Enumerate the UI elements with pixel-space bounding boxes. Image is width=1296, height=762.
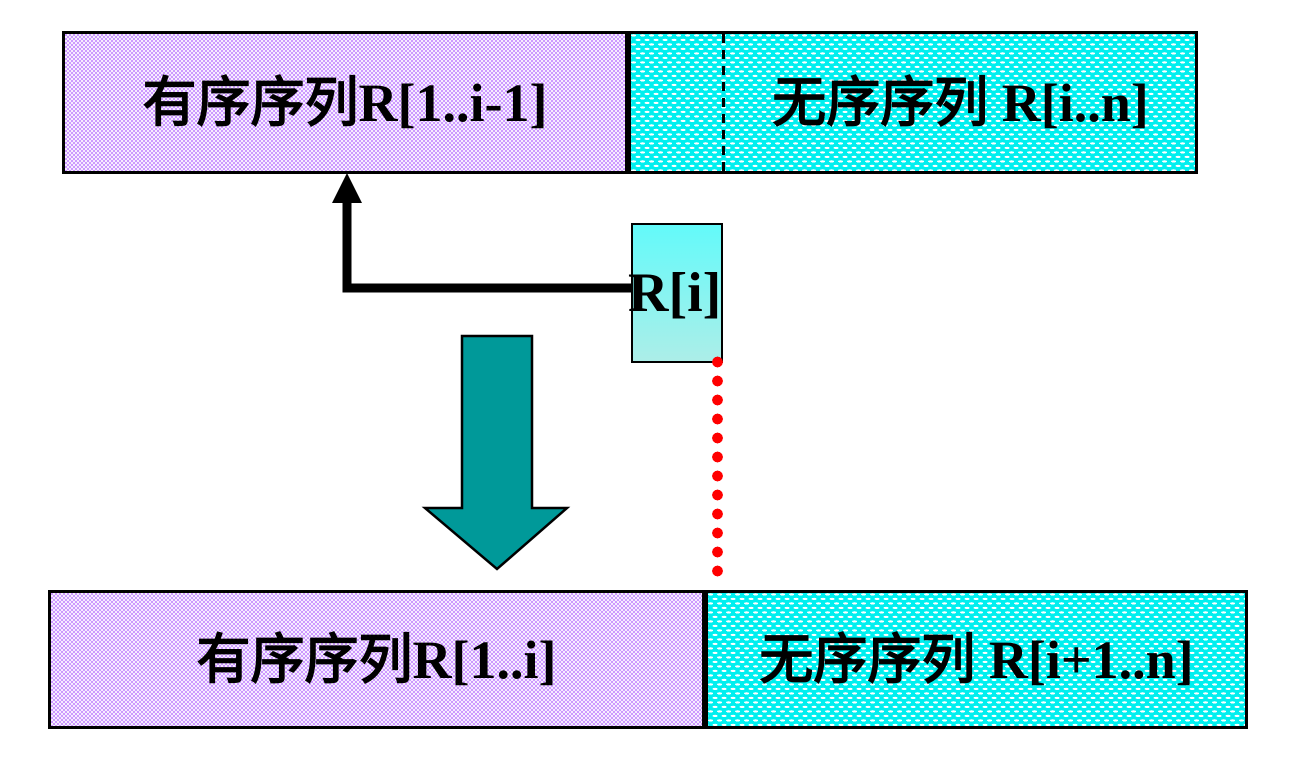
- boundary-dotted-line: [712, 352, 723, 582]
- unsorted-sequence-before-label: 无序序列 R[i..n]: [772, 72, 1149, 133]
- sorted-sequence-after-label: 有序序列R[1..i]: [196, 629, 557, 690]
- sorted-sequence-before-label: 有序序列R[1..i-1]: [142, 72, 548, 133]
- sorted-sequence-box-after: 有序序列R[1..i]: [48, 590, 705, 729]
- sorted-sequence-box-before: 有序序列R[1..i-1]: [62, 31, 628, 174]
- unsorted-sequence-after-label: 无序序列 R[i+1..n]: [759, 629, 1194, 690]
- down-arrow-icon: [421, 334, 571, 571]
- move-arrow-head-icon: [332, 173, 362, 203]
- current-element-box: R[i]: [628, 223, 723, 363]
- insert-step-arrow-graphic: [421, 334, 571, 571]
- element-split-dashed-line: [722, 34, 725, 171]
- unsorted-sequence-box-after: 无序序列 R[i+1..n]: [705, 590, 1248, 729]
- insert-step-arrow: [420, 332, 580, 574]
- move-arrow-graphic: [332, 173, 633, 293]
- move-arrow: [330, 170, 640, 300]
- current-element-label: R[i]: [628, 262, 722, 324]
- move-arrow-line: [342, 200, 633, 293]
- unsorted-sequence-box-before: 无序序列 R[i..n]: [628, 31, 1198, 174]
